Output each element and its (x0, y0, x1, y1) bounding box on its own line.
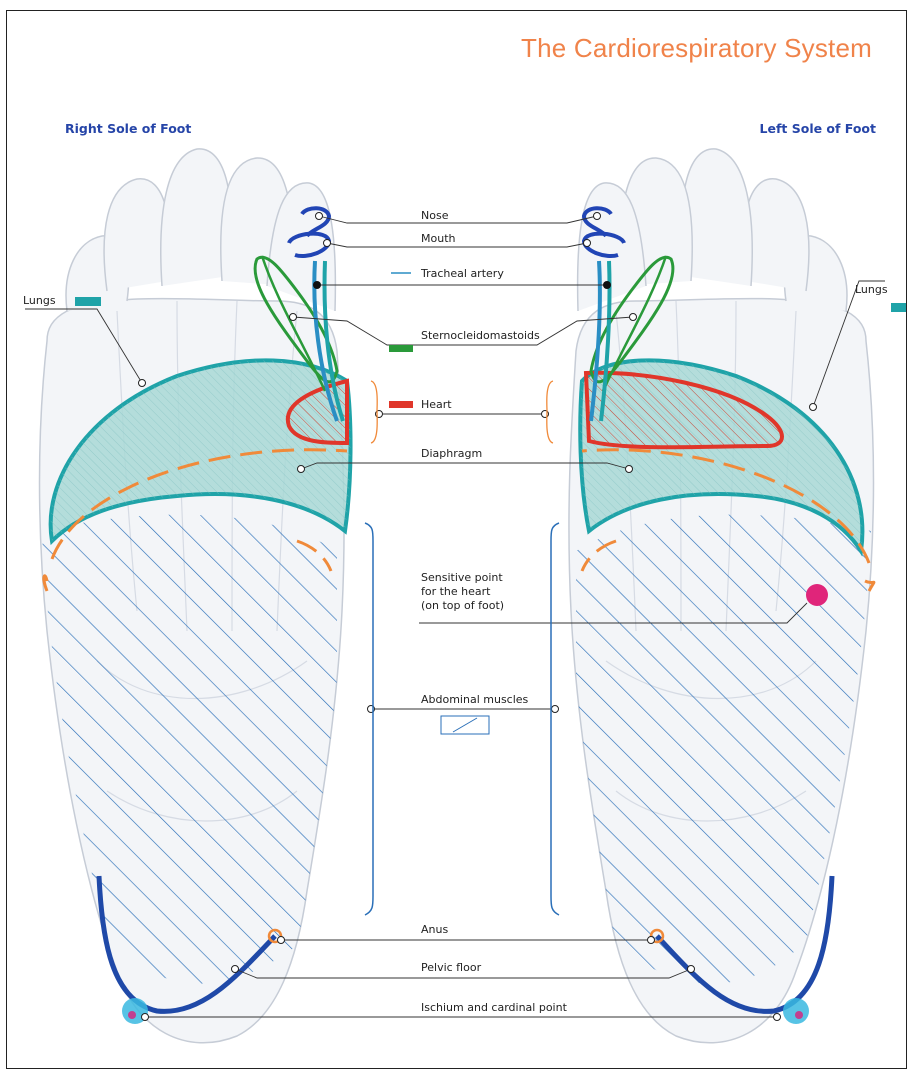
right-foot (40, 149, 351, 1043)
label-ischium: Ischium and cardinal point (421, 1001, 567, 1014)
heart-brackets (371, 381, 553, 443)
label-lungs-right: Lungs (23, 294, 56, 307)
label-heart: Heart (421, 398, 452, 411)
label-tracheal-artery: Tracheal artery (421, 267, 504, 280)
label-anus: Anus (421, 923, 448, 936)
sternocleidomastoids-swatch (389, 345, 413, 352)
left-ischium-point (783, 998, 809, 1024)
label-abdominal-muscles: Abdominal muscles (421, 693, 528, 706)
left-foot (569, 149, 874, 1043)
right-abdominal-hatch (42, 515, 337, 984)
label-mouth: Mouth (421, 232, 455, 245)
lungs-right-swatch (75, 297, 101, 306)
heart-swatch (389, 401, 413, 408)
label-sensitive-point-2: for the heart (421, 585, 491, 598)
label-sensitive-point-1: Sensitive point (421, 571, 503, 584)
label-sternocleidomastoids: Sternocleidomastoids (421, 329, 540, 342)
left-foot-toes (578, 149, 847, 311)
sensitive-point-heart (806, 584, 828, 606)
diagram-frame: The Cardiorespiratory System Right Sole … (6, 10, 907, 1069)
label-nose: Nose (421, 209, 448, 222)
lungs-left-swatch (891, 303, 906, 312)
label-lungs-left: Lungs (855, 283, 888, 296)
label-pelvic-floor: Pelvic floor (421, 961, 481, 974)
label-sensitive-point-3: (on top of foot) (421, 599, 504, 612)
foot-diagram (7, 11, 906, 1068)
label-diaphragm: Diaphragm (421, 447, 482, 460)
